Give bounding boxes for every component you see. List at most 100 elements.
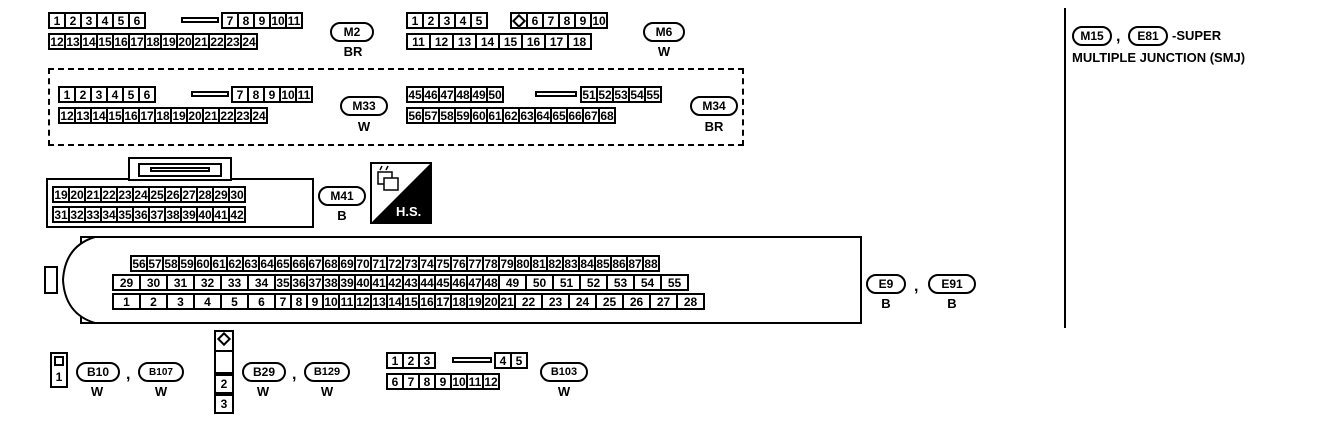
connector-face-icon — [370, 162, 432, 224]
pin-cell: 5 — [470, 12, 488, 29]
pin-cell: 6 — [247, 293, 276, 310]
pin-cell: 12 — [429, 33, 454, 50]
pin-cell: 4 — [193, 293, 222, 310]
pin-cell: 29 — [112, 274, 141, 291]
m2-lock — [181, 17, 219, 23]
pin-cell: 11 — [285, 12, 303, 29]
pin-cell: 11 — [295, 86, 313, 103]
pin-cell: 58 — [162, 255, 180, 272]
m41-id-oval: M41 — [318, 186, 366, 206]
pin-cell: 66 — [290, 255, 308, 272]
pin-cell: 25 — [595, 293, 624, 310]
diamond-key-icon — [511, 13, 527, 28]
pin-cell: 20 — [186, 107, 204, 124]
pin-cell: 69 — [338, 255, 356, 272]
pin-cell: 55 — [660, 274, 689, 291]
pin-cell: 26 — [164, 186, 182, 203]
pin-cell: 50 — [525, 274, 554, 291]
pin-cell: 51 — [552, 274, 581, 291]
note-e81-oval: E81 — [1128, 26, 1168, 46]
pin-cell: 13 — [74, 107, 92, 124]
pin-cell: 1 — [58, 86, 76, 103]
pin-cell: 39 — [338, 274, 356, 291]
m2-id-oval: M2 — [330, 22, 374, 42]
pin-cell: 12 — [482, 373, 500, 390]
pin-cell: 27 — [180, 186, 198, 203]
m6-color: W — [657, 44, 671, 59]
m33-id-oval: M33 — [340, 96, 388, 116]
pin-cell: 23 — [541, 293, 570, 310]
pin-cell: 2 — [139, 293, 168, 310]
pin-cell: 4 — [106, 86, 124, 103]
pin-cell: 71 — [370, 255, 388, 272]
pin-cell: 28 — [676, 293, 705, 310]
pin-cell: 1 — [112, 293, 141, 310]
b10-housing — [50, 352, 68, 388]
b10-color: W — [90, 384, 104, 399]
pin-cell: 18 — [567, 33, 592, 50]
pin-cell: 34 — [247, 274, 276, 291]
pin-cell: 45 — [434, 274, 452, 291]
b103-color: W — [557, 384, 571, 399]
pin-cell: 24 — [240, 33, 258, 50]
e9-id-oval: E9 — [866, 274, 906, 294]
e9-tab — [44, 266, 58, 294]
b29-pin-2: 2 — [214, 374, 234, 394]
pin-cell: 14 — [475, 33, 500, 50]
b107-id-oval: B107 — [138, 362, 184, 382]
pin-cell: 65 — [550, 107, 568, 124]
m34-lock — [535, 91, 577, 97]
pin-cell: 74 — [418, 255, 436, 272]
pin-cell: 47 — [438, 86, 456, 103]
b29-key — [214, 331, 234, 347]
pin-cell: 15 — [498, 33, 523, 50]
pin-cell: 34 — [100, 206, 118, 223]
note-m15-oval: M15 — [1072, 26, 1112, 46]
e91-color: B — [947, 296, 957, 311]
hs-label: H.S. — [396, 204, 422, 219]
pin-cell: 55 — [644, 86, 662, 103]
pin-cell: 57 — [146, 255, 164, 272]
m34-id-oval: M34 — [690, 96, 738, 116]
pin-cell: 54 — [633, 274, 662, 291]
m6-id-oval: M6 — [643, 22, 685, 42]
pin-cell: 11 — [338, 293, 356, 310]
pin-cell: 36 — [290, 274, 308, 291]
vertical-divider — [1064, 8, 1066, 328]
pin-cell: 38 — [164, 206, 182, 223]
pin-cell: 10 — [590, 12, 608, 29]
b29-id-oval: B29 — [242, 362, 286, 382]
pin-cell: 41 — [212, 206, 230, 223]
pin-cell: 14 — [80, 33, 98, 50]
b10-pin: 1 — [55, 370, 63, 384]
pin-cell: 13 — [452, 33, 477, 50]
pin-cell: 17 — [128, 33, 146, 50]
pin-cell: 56 — [406, 107, 424, 124]
b129-color: W — [320, 384, 334, 399]
pin-cell: 42 — [228, 206, 246, 223]
pin-cell: 6 — [138, 86, 156, 103]
pin-cell: 12 — [58, 107, 76, 124]
pin-cell: 20 — [176, 33, 194, 50]
e9-separator: , — [914, 278, 919, 295]
pin-cell: 37 — [306, 274, 324, 291]
pin-cell: 16 — [122, 107, 140, 124]
pin-cell: 48 — [482, 274, 500, 291]
pin-cell: 20 — [68, 186, 86, 203]
pin-cell: 42 — [386, 274, 404, 291]
b107-color: W — [154, 384, 168, 399]
pin-cell: 60 — [194, 255, 212, 272]
diamond-key-icon — [216, 331, 232, 347]
pin-cell: 53 — [606, 274, 635, 291]
note-text-line1: -SUPER — [1172, 28, 1222, 43]
pin-cell: 1 — [386, 352, 404, 369]
pin-cell: 17 — [544, 33, 569, 50]
